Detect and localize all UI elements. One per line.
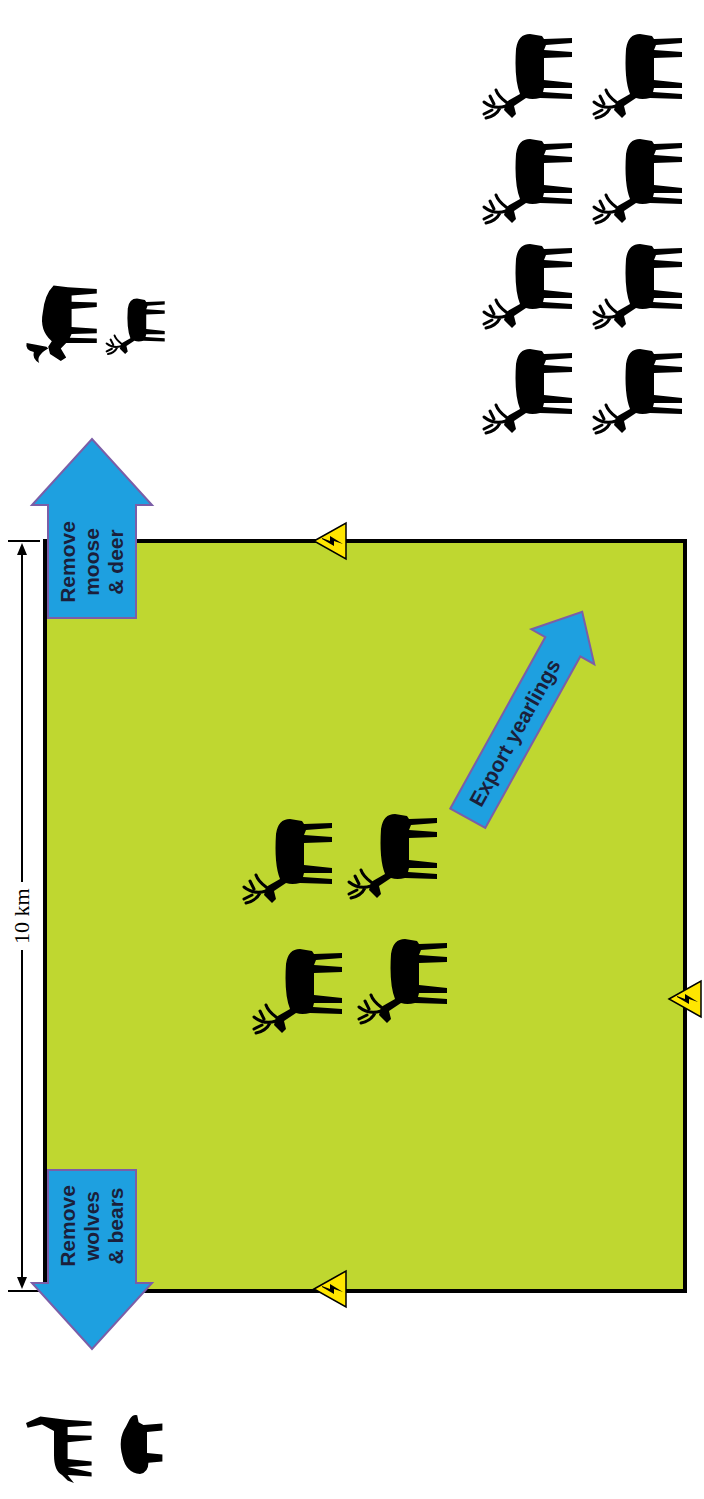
arrow-label: Remove wolves & bears	[56, 1185, 128, 1267]
caribou-icon	[594, 34, 682, 118]
enclosure-square	[45, 541, 685, 1291]
caribou-icon	[594, 349, 682, 433]
dimension-arrowhead	[17, 543, 27, 555]
arrow-fill	[32, 439, 152, 618]
arrow-text: Remove wolves & bears	[56, 1185, 128, 1267]
wolf-icon	[26, 1417, 92, 1483]
caribou-icon	[594, 244, 682, 328]
caribou-icon	[484, 244, 572, 328]
arrow-shape: Remove moose & deer	[31, 438, 153, 619]
electric-fence-sign	[669, 981, 701, 1017]
bear-icon	[121, 1415, 163, 1474]
electric-fence-sign	[314, 1271, 346, 1307]
caribou-icon	[359, 939, 447, 1023]
caribou-icon	[594, 139, 682, 223]
arrow-label: Remove moose & deer	[56, 521, 128, 603]
arrow-fill	[32, 1170, 152, 1349]
electric-fence-sign	[314, 523, 346, 559]
caribou-icon	[484, 34, 572, 118]
deer-icon	[107, 299, 165, 354]
arrow-fill	[436, 594, 613, 835]
dimension-tick	[8, 540, 40, 542]
caribou-icon	[349, 814, 437, 898]
dimension-tick	[8, 1290, 40, 1292]
arrow-shape: Remove wolves & bears	[31, 1169, 153, 1350]
caribou-icon	[484, 349, 572, 433]
caribou-icon	[254, 949, 342, 1033]
dimension-arrowhead	[17, 1277, 27, 1289]
arrow-text: Remove moose & deer	[56, 521, 128, 603]
caribou-icon	[484, 139, 572, 223]
dimension-label: 10 km	[10, 882, 34, 950]
moose-icon	[26, 286, 97, 363]
caribou-icon	[244, 819, 332, 903]
